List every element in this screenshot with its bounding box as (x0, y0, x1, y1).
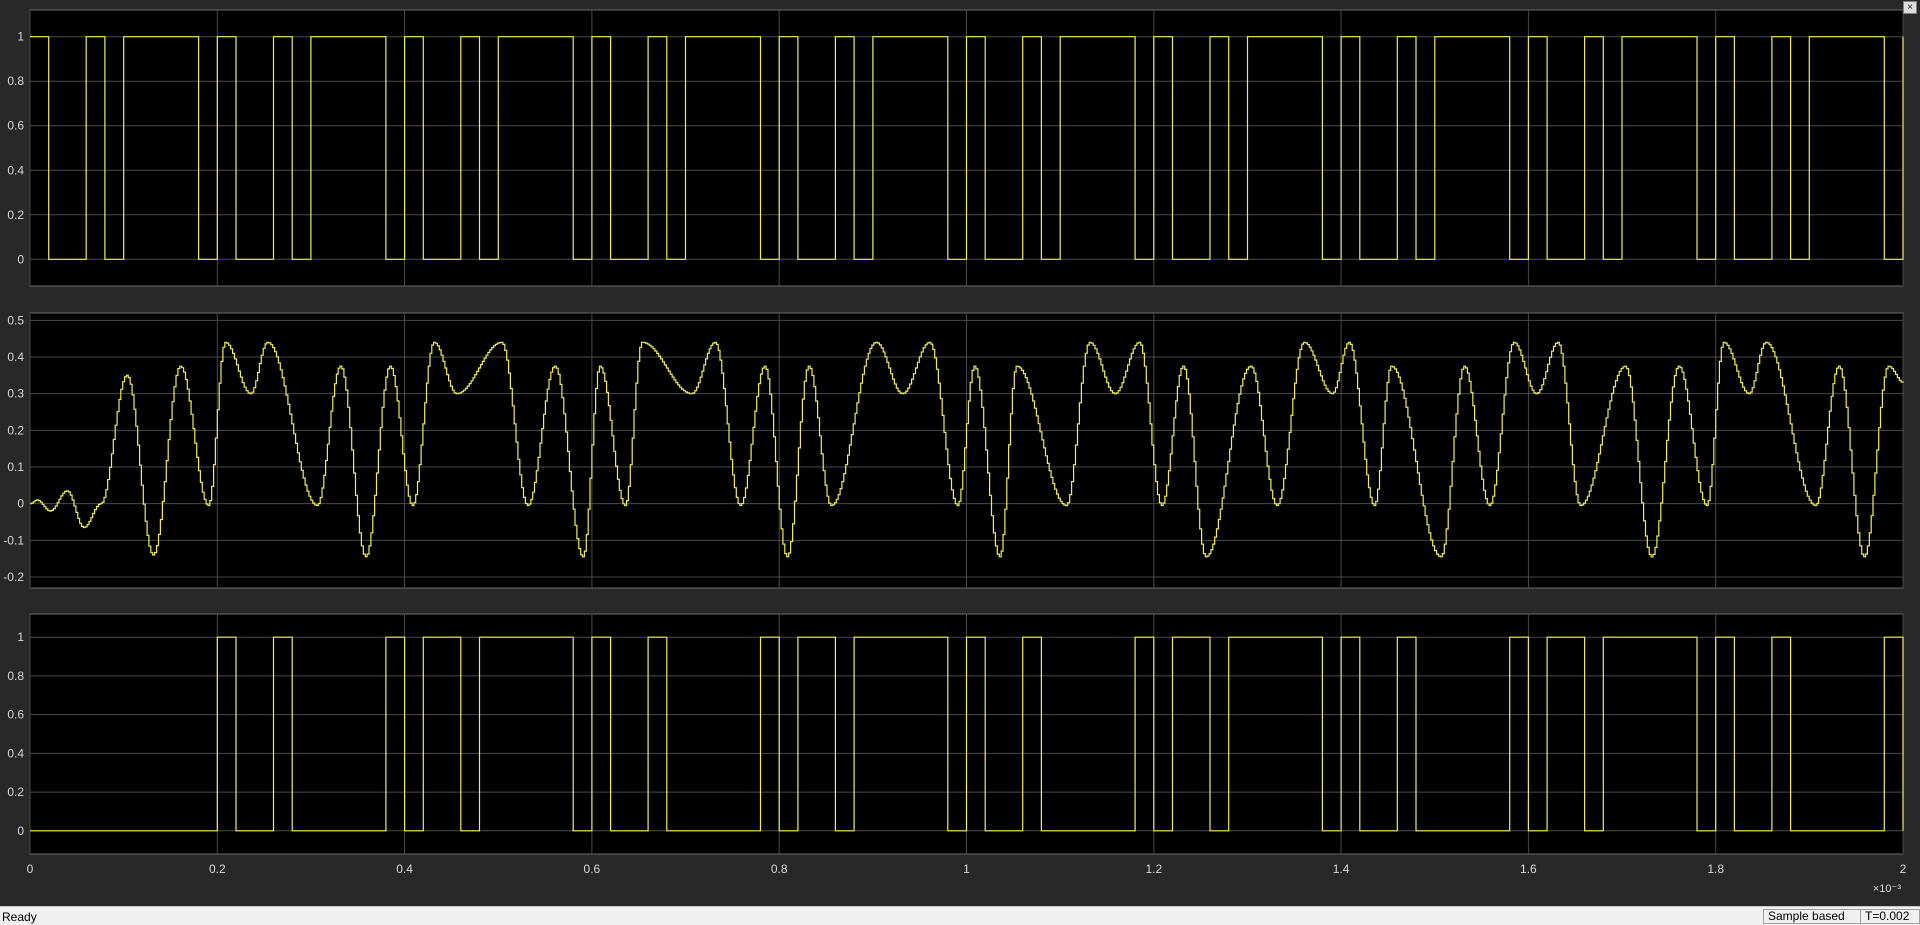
x-tick-label: 0.4 (396, 862, 413, 876)
signal-trace-3-1 (30, 636, 1904, 832)
y-tick-label: 0 (17, 824, 24, 838)
x-tick-label: 1.4 (1333, 862, 1350, 876)
y-tick-label: 0.3 (7, 387, 24, 401)
y-tick-label: 0.6 (7, 119, 24, 133)
x-tick-label: 1 (963, 862, 970, 876)
signal-trace-2-1 (30, 341, 1904, 558)
x-tick-label: 1.2 (1145, 862, 1162, 876)
scope-axes-2: -0.2 -0.1 0 0.1 0.2 0.3 0.4 0.5 (3, 312, 1904, 589)
x-tick-label: 0 (27, 862, 34, 876)
x-tick-label: 1.6 (1520, 862, 1537, 876)
y-tick-label: 0.2 (7, 785, 24, 799)
y-tick-label: 0.8 (7, 74, 24, 88)
y-tick-label: 0.6 (7, 708, 24, 722)
y-tick-label: 0.2 (7, 423, 24, 437)
sample-mode-indicator: Sample based (1763, 909, 1861, 924)
x-tick-label: 1.8 (1707, 862, 1724, 876)
y-tick-label: 0.2 (7, 208, 24, 222)
y-tick-label: 0 (17, 497, 24, 511)
y-tick-label: -0.1 (3, 533, 24, 547)
status-text: Ready (2, 910, 37, 924)
x-exponent-label: ×10⁻³ (1873, 883, 1901, 895)
y-tick-label: 0.4 (7, 163, 24, 177)
y-tick-label: 0.5 (7, 313, 24, 327)
scope-axes-1: 0 0.2 0.4 0.6 0.8 1 (7, 9, 1904, 287)
y-tick-label: 0.4 (7, 350, 24, 364)
y-tick-label: 0.8 (7, 669, 24, 683)
y-tick-label: 1 (17, 630, 24, 644)
signal-trace-1-1 (30, 36, 1904, 260)
scope-figure: 00.20.40.60.81-0.2-0.100.10.20.30.40.500… (3, 9, 1907, 895)
status-bar: Ready Sample based T=0.002 (0, 906, 1920, 925)
close-icon[interactable]: × (1903, 1, 1917, 14)
y-tick-label: -0.2 (3, 570, 24, 584)
y-tick-label: 0 (17, 252, 24, 266)
x-tick-label: 0.2 (209, 862, 226, 876)
scope-axes-3: 0 0.2 0.4 0.6 0.8 1 0 0.2 0.4 0.6 0.8 1 1.2 1.4 1.6 1.8… (7, 613, 1907, 895)
x-tick-label: 2 (1900, 862, 1907, 876)
y-tick-label: 0.1 (7, 460, 24, 474)
x-tick-label: 0.8 (771, 862, 788, 876)
y-tick-label: 1 (17, 30, 24, 44)
x-tick-label: 0.6 (584, 862, 601, 876)
simulation-time-indicator: T=0.002 (1860, 909, 1920, 924)
y-tick-label: 0.4 (7, 746, 24, 760)
